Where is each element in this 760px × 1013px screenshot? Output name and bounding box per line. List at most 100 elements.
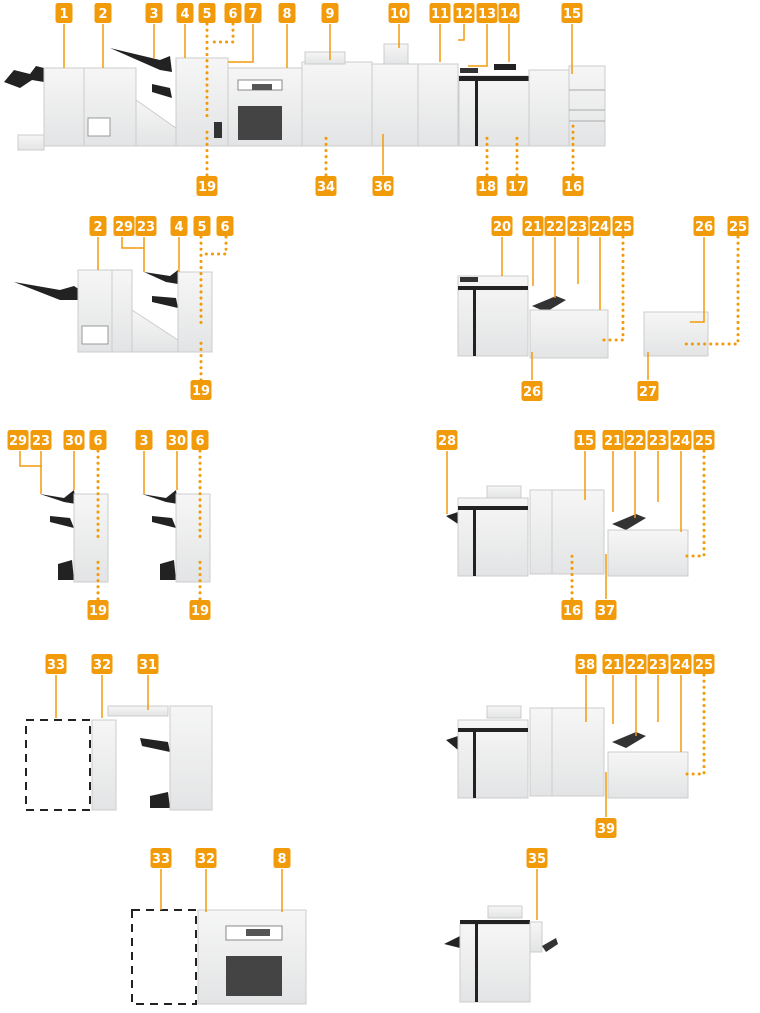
badge-background (476, 3, 498, 23)
badge-background (670, 654, 692, 674)
callout-badge-26: 26 (693, 216, 715, 236)
badge-number: 23 (137, 220, 155, 235)
badge-background (693, 216, 715, 236)
callout-badge-24: 24 (670, 430, 692, 450)
output-tray (446, 736, 458, 750)
booklet-finisher-illustration (14, 269, 213, 353)
badge-number: 6 (93, 434, 102, 449)
badge-background (522, 216, 544, 236)
badge-background (94, 3, 112, 23)
leader-line-7 (228, 24, 254, 63)
badge-number: 23 (649, 658, 667, 673)
badge-background (693, 654, 715, 674)
unit-8-window (238, 106, 282, 140)
dashed-unit-outline (131, 909, 197, 1005)
waste-box (17, 134, 45, 151)
badge-number: 9 (325, 7, 334, 22)
badge-background (198, 3, 216, 23)
finisher-body (177, 271, 213, 353)
badge-background (526, 848, 548, 868)
callout-badge-5: 5 (198, 3, 216, 23)
badge-background (372, 176, 394, 196)
document-feeder (486, 705, 522, 719)
badge-background (625, 654, 647, 674)
leader-line-25 (680, 449, 706, 558)
badge-background (189, 600, 211, 620)
leader-line-6 (204, 235, 228, 256)
badge-number: 32 (197, 852, 215, 867)
stacker-window (226, 956, 282, 996)
badge-background (321, 3, 339, 23)
main-body (457, 497, 529, 577)
badge-background (476, 176, 498, 196)
callout-badge-22: 22 (624, 430, 646, 450)
leader-lines (19, 22, 740, 920)
callout-badge-6: 6 (89, 430, 107, 450)
callout-badge-4: 4 (176, 3, 194, 23)
output-tray (446, 512, 458, 524)
badge-background (315, 176, 337, 196)
badge-background (521, 381, 543, 401)
badge-background (170, 216, 188, 236)
inserter-tray (612, 514, 646, 530)
unit-3-slope (135, 99, 177, 147)
top-tray (40, 490, 76, 504)
callout-badge-20: 20 (491, 216, 513, 236)
leader-line-25 (684, 235, 740, 346)
badge-background (575, 654, 597, 674)
leader-line-25 (596, 235, 625, 342)
pod-deck-illustration (446, 705, 689, 799)
large-deck (607, 751, 689, 799)
badge-number: 24 (591, 220, 609, 235)
callout-badge-35: 35 (526, 848, 548, 868)
deck-right (551, 489, 605, 575)
badge-number: 19 (191, 604, 209, 619)
badge-background (137, 654, 159, 674)
callout-badge-29: 29 (7, 430, 29, 450)
badge-number: 22 (627, 658, 645, 673)
badge-background (87, 600, 109, 620)
callout-badge-25: 25 (693, 430, 715, 450)
main-topbar (460, 920, 530, 924)
mid-tray (152, 516, 176, 528)
callout-badge-23: 23 (647, 430, 669, 450)
badge-number: 8 (282, 7, 291, 22)
badge-number: 14 (500, 7, 518, 22)
badge-number: 22 (626, 434, 644, 449)
callout-badge-25: 25 (727, 216, 749, 236)
badge-number: 1 (59, 7, 68, 22)
callout-badge-38: 38 (575, 654, 597, 674)
finisher-body (73, 493, 109, 583)
badge-background (196, 176, 218, 196)
callout-badge-36: 36 (372, 176, 394, 196)
callout-badge-8: 8 (273, 848, 291, 868)
badge-number: 25 (729, 220, 747, 235)
badge-background (429, 3, 451, 23)
badge-background (224, 3, 242, 23)
badge-number: 3 (149, 7, 158, 22)
badge-number: 36 (374, 180, 392, 195)
output-tray (444, 936, 460, 948)
badge-background (647, 654, 669, 674)
standalone-deck (643, 311, 709, 357)
badge-number: 37 (597, 604, 615, 619)
callout-badge-25: 25 (693, 654, 715, 674)
stapler-finisher-b-illustration (142, 490, 211, 583)
document-feeder (486, 485, 522, 499)
callout-badge-10: 10 (388, 3, 410, 23)
mid-tray (152, 296, 178, 308)
leader-line-6 (212, 22, 235, 44)
main-divider (473, 732, 476, 798)
callout-badge-32: 32 (91, 654, 113, 674)
unit-10-top (383, 43, 409, 65)
leader-line-26 (690, 237, 705, 323)
badge-number: 33 (47, 658, 65, 673)
callout-badge-9: 9 (321, 3, 339, 23)
badge-background (561, 3, 583, 23)
stacker-display (246, 929, 270, 936)
callout-badge-19: 19 (189, 600, 211, 620)
badge-number: 18 (478, 180, 496, 195)
unit-2-side (111, 269, 133, 353)
badge-background (498, 3, 520, 23)
